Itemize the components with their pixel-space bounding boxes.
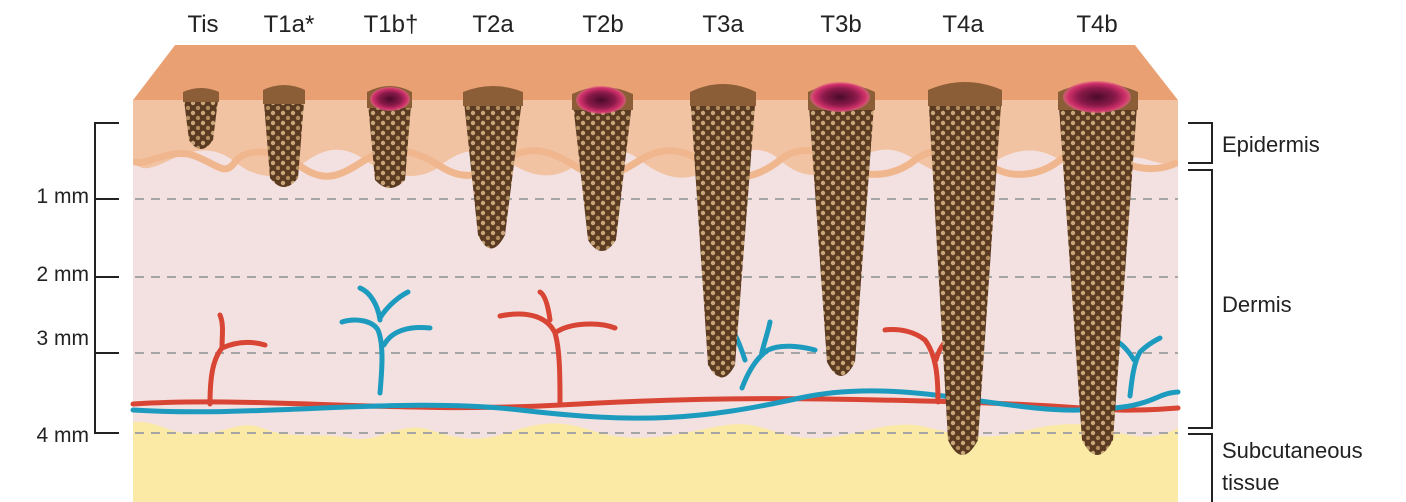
stage-labels: Tis T1a* T1b† T2a T2b T3a T3b T4a T4b — [187, 11, 1117, 38]
stage-label-t1b: T1b† — [364, 11, 419, 38]
depth-scale — [95, 123, 119, 433]
depth-label-4mm: 4 mm — [37, 424, 90, 447]
stage-label-t3b: T3b — [820, 11, 861, 38]
layer-label-tissue: tissue — [1222, 470, 1279, 495]
ulceration-mark — [810, 82, 870, 112]
layer-brackets — [1188, 123, 1212, 502]
layer-label-dermis: Dermis — [1222, 292, 1292, 317]
stage-label-t2b: T2b — [582, 11, 623, 38]
layer-label-subcutaneous: Subcutaneous — [1222, 438, 1363, 463]
depth-label-2mm: 2 mm — [37, 263, 90, 286]
stage-label-t4a: T4a — [942, 11, 984, 38]
stage-label-t3a: T3a — [702, 11, 744, 38]
epidermis-bracket — [1188, 123, 1212, 163]
ulceration-mark — [1063, 81, 1131, 113]
stage-label-tis: Tis — [187, 11, 218, 38]
stage-label-t2a: T2a — [472, 11, 514, 38]
depth-label-1mm: 1 mm — [37, 185, 90, 208]
dermis-bracket — [1188, 170, 1212, 428]
ulceration-mark — [576, 86, 626, 114]
stage-label-t1a: T1a* — [264, 11, 315, 38]
stage-label-t4b: T4b — [1076, 11, 1117, 38]
subcutaneous-bracket — [1188, 434, 1212, 502]
layer-label-epidermis: Epidermis — [1222, 132, 1320, 157]
ulceration-mark — [370, 87, 410, 111]
depth-label-3mm: 3 mm — [37, 327, 90, 350]
